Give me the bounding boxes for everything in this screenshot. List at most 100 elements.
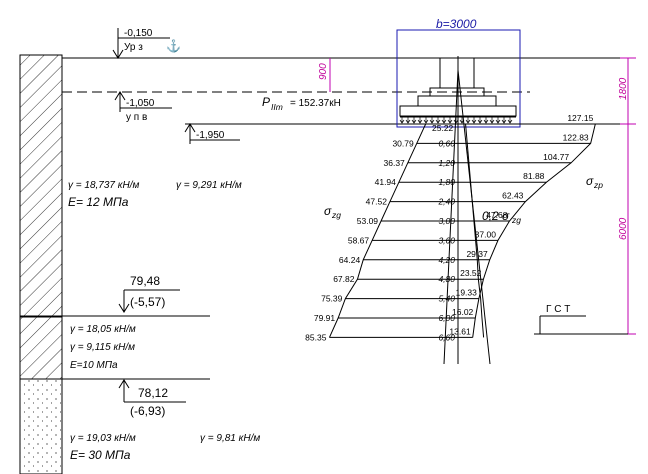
level-water-label: у п в bbox=[126, 112, 147, 123]
load-arrow bbox=[477, 117, 483, 124]
depth-value: 3,60 bbox=[438, 235, 455, 245]
depth-value: 2,40 bbox=[437, 197, 455, 207]
depth-value: 4,80 bbox=[438, 274, 455, 284]
layer-1-properties: γ = 18,737 кН/м γ = 9,291 кН/м E= 12 МПа bbox=[68, 180, 242, 209]
sigma-zp-value: 19.33 bbox=[456, 288, 478, 298]
load-arrow bbox=[411, 117, 417, 124]
depth-value: 6,60 bbox=[438, 332, 455, 342]
load-arrow bbox=[507, 117, 513, 124]
stress-diagram: 25.22 127.15 30.79 122.83 0,60 36.37 104.77 1,2… bbox=[305, 56, 603, 365]
diagonal-right bbox=[457, 69, 491, 365]
sigma-zp-value: 23.52 bbox=[460, 268, 482, 278]
sigma-zg-label: σ bbox=[324, 204, 332, 218]
mark-3-top: 78,12 bbox=[138, 386, 168, 400]
sigma-zp-value: 104.77 bbox=[543, 152, 569, 162]
sigma-zg-value: 64.24 bbox=[339, 255, 361, 265]
load-label: P bbox=[262, 95, 270, 109]
ratio-curve bbox=[465, 123, 485, 338]
ratio-label: 0,2 σ bbox=[482, 209, 510, 223]
sigma-zg-value: 79.91 bbox=[314, 313, 336, 323]
level-water-value: -1,050 bbox=[126, 98, 155, 109]
stress-rows: 25.22 127.15 30.79 122.83 0,60 36.37 104.77 1,2… bbox=[305, 113, 596, 342]
sigma-zp-label: σ bbox=[586, 174, 594, 188]
level-top-value: -0,150 bbox=[124, 28, 153, 39]
load-value: = 152.37кН bbox=[290, 98, 341, 109]
layer-2-gamma-sb: γ = 9,115 кН/м bbox=[70, 342, 135, 353]
mark-2-bottom: (-5,57) bbox=[130, 295, 165, 309]
level-mark-foundation: -1,950 bbox=[184, 123, 240, 144]
layer-2-properties: γ = 18,05 кН/м γ = 9,115 кН/м E=10 МПа bbox=[70, 324, 136, 371]
depth-value: 6,00 bbox=[438, 313, 455, 323]
sigma-zg-sub: zg bbox=[331, 210, 341, 220]
footing-width-label: b=3000 bbox=[436, 17, 477, 31]
load-arrow bbox=[399, 117, 405, 124]
sigma-zp-value: 127.15 bbox=[567, 113, 593, 123]
load-subscript: IIm bbox=[271, 102, 283, 112]
sigma-zp-value: 37.00 bbox=[475, 229, 497, 239]
sigma-zp-value: 16.02 bbox=[452, 307, 474, 317]
layer-1-gamma-sb: γ = 9,291 кН/м bbox=[176, 180, 242, 191]
layer-2-gamma: γ = 18,05 кН/м bbox=[70, 324, 136, 335]
soil-layer-1-hatch bbox=[19, 54, 63, 318]
sigma-zg-value: 36.37 bbox=[384, 158, 406, 168]
sigma-zg-value: 67.82 bbox=[333, 274, 355, 284]
load-arrow bbox=[489, 117, 495, 124]
sigma-zg-value: 53.09 bbox=[357, 216, 379, 226]
sigma-zp-value: 122.83 bbox=[563, 132, 589, 142]
layer-3-mark: 78,12 (-6,93) bbox=[118, 379, 186, 418]
depth-value: 3,00 bbox=[438, 216, 455, 226]
layer-1-modulus: E= 12 МПа bbox=[68, 195, 129, 209]
mark-2-top: 79,48 bbox=[130, 274, 160, 288]
layer-3-gamma-sb: γ = 9,81 кН/м bbox=[200, 433, 260, 444]
depth-value: 5,40 bbox=[438, 294, 455, 304]
diagonal-left bbox=[443, 69, 459, 365]
layer-3-properties: γ = 19,03 кН/м γ = 9,81 кН/м E= 30 МПа bbox=[70, 433, 260, 462]
sigma-zg-curve bbox=[328, 123, 427, 338]
layer-2-modulus: E=10 МПа bbox=[70, 360, 118, 371]
load-arrow bbox=[429, 117, 435, 124]
soil-layer-2-hatch bbox=[19, 316, 63, 380]
load-arrow bbox=[501, 117, 507, 124]
sigma-zg-value: 47.52 bbox=[366, 197, 388, 207]
sigma-zg-value: 41.94 bbox=[375, 177, 397, 187]
layer-2-mark: 79,48 (-5,57) bbox=[118, 274, 180, 313]
depth-value: 0,60 bbox=[438, 138, 455, 148]
depth-value: 1,80 bbox=[438, 177, 455, 187]
ratio-sub: zg bbox=[511, 215, 521, 225]
right-dim-top: 1800 bbox=[618, 77, 629, 100]
sigma-zp-value: 81.88 bbox=[523, 171, 545, 181]
sigma-zg-value: 58.67 bbox=[348, 235, 370, 245]
soil-column bbox=[19, 54, 63, 474]
footing-depth-label: 900 bbox=[318, 63, 329, 80]
gst-label: Г С Т bbox=[546, 304, 570, 315]
load-arrow bbox=[405, 117, 411, 124]
mark-3-bottom: (-6,93) bbox=[130, 404, 165, 418]
anchor-icon: ⚓ bbox=[166, 39, 181, 53]
sigma-zg-value: 25.22 bbox=[432, 123, 454, 133]
layer-3-modulus: E= 30 МПа bbox=[70, 448, 131, 462]
load-arrow bbox=[447, 117, 453, 124]
right-dim-bottom: 6000 bbox=[618, 217, 629, 240]
depth-value: 1,20 bbox=[438, 158, 455, 168]
load-arrow bbox=[417, 117, 423, 124]
sigma-zg-value: 85.35 bbox=[305, 332, 327, 342]
sigma-zp-value: 13.61 bbox=[449, 326, 471, 336]
level-top-label: Ур з bbox=[124, 42, 143, 53]
level-mark-top: -0,150 Ур з ⚓ bbox=[112, 28, 181, 59]
depth-value: 4,20 bbox=[438, 255, 455, 265]
level-foundation-value: -1,950 bbox=[196, 130, 225, 141]
sigma-zp-value: 29.37 bbox=[466, 249, 488, 259]
sigma-zp-curve bbox=[472, 123, 596, 338]
sigma-zg-value: 75.39 bbox=[321, 294, 343, 304]
sigma-zp-sub: zp bbox=[593, 180, 603, 190]
layer-3-gamma: γ = 19,03 кН/м bbox=[70, 433, 136, 444]
sigma-zp-value: 62.43 bbox=[502, 191, 524, 201]
soil-layer-3-dots bbox=[19, 378, 63, 474]
load-arrow bbox=[441, 117, 447, 124]
layer-1-gamma: γ = 18,737 кН/м bbox=[68, 180, 139, 191]
load-arrow bbox=[465, 117, 471, 124]
sigma-zg-value: 30.79 bbox=[392, 138, 414, 148]
footing: b=3000 900 1800 6000 P IIm = 152.37кН bbox=[262, 17, 636, 335]
level-mark-water: -1,050 у п в bbox=[114, 91, 172, 123]
